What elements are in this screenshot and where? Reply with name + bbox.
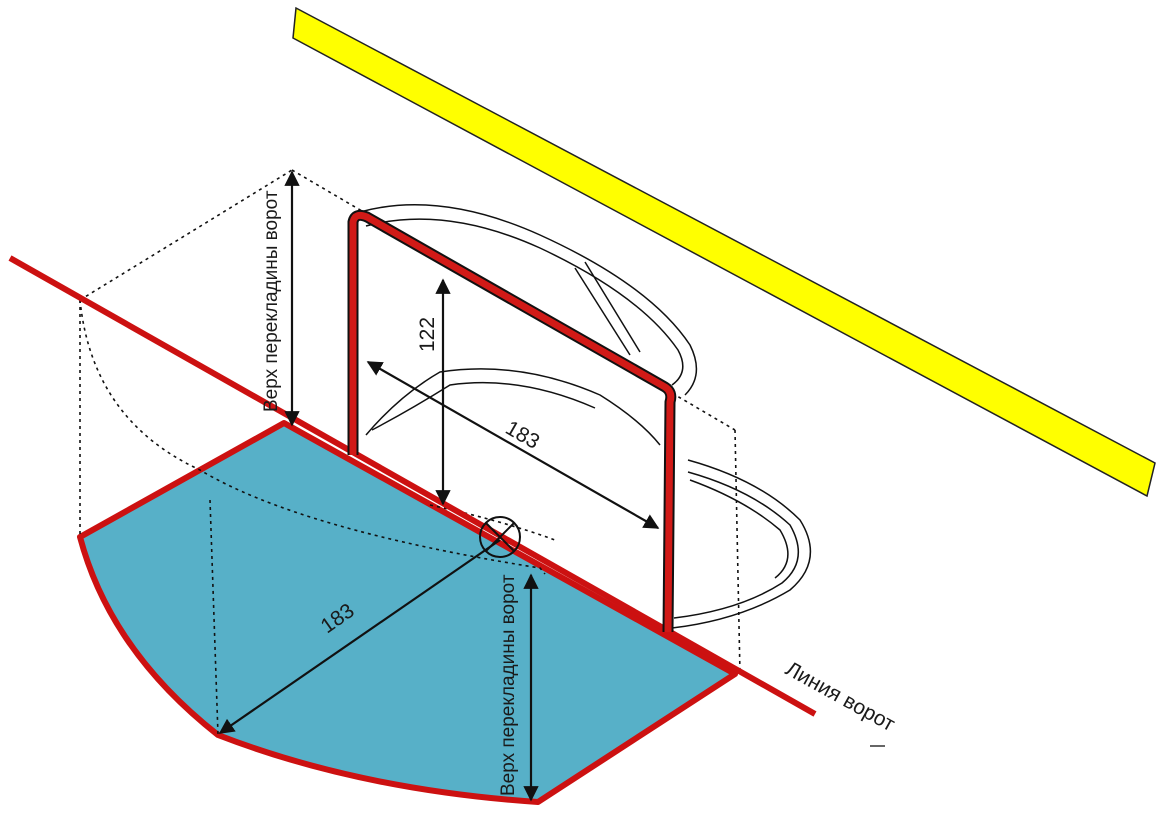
goal-center-mark <box>479 516 521 558</box>
goal-crease-area <box>77 420 738 805</box>
crossbar-top-label-upper: Верх перекладины ворот <box>261 190 282 412</box>
board-yellow-line <box>292 6 1156 498</box>
crossbar-top-label-lower: Верх перекладины ворот <box>498 574 519 796</box>
goal-width-label: 183 <box>502 416 544 453</box>
goal-frame <box>347 209 677 633</box>
goal-line-label: Линия ворот <box>782 657 899 736</box>
goal-height-label: 122 <box>416 317 439 352</box>
goal-width-dimension <box>366 361 660 529</box>
crease-radius-dimension <box>218 539 501 734</box>
